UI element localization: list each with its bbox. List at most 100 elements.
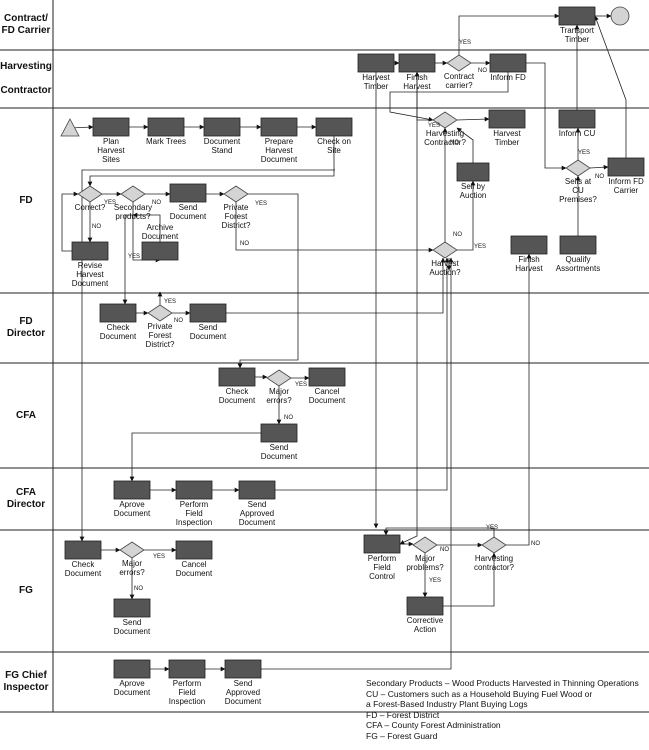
task-box xyxy=(71,241,109,261)
task-box xyxy=(559,235,597,255)
task-box xyxy=(168,659,206,679)
task-box xyxy=(238,480,276,500)
legend-cu: CU – Customers such as a Household Buyin… xyxy=(366,688,593,710)
task-box xyxy=(398,53,436,73)
connector xyxy=(261,257,454,670)
decision-diamond xyxy=(223,185,249,203)
legend: Secondary Products – Wood Products Harve… xyxy=(366,678,649,741)
connector xyxy=(589,164,609,170)
connector xyxy=(129,432,261,482)
lane-label-contract-fd-carrier: Contract/ FD Carrier xyxy=(1,13,51,36)
decision-diamond xyxy=(412,536,438,554)
branch-label: NO xyxy=(453,232,462,238)
branch-label: YES xyxy=(486,525,498,531)
branch-label: YES xyxy=(295,382,307,388)
task-box xyxy=(510,235,548,255)
task-box xyxy=(456,162,490,182)
decision-diamond xyxy=(77,185,103,203)
swimlanes xyxy=(0,0,649,713)
connector xyxy=(235,202,434,253)
lane-label-harvesting-contractor: Harvesting Contractor xyxy=(0,61,52,96)
branch-label: NO xyxy=(478,68,487,74)
task-box xyxy=(113,659,151,679)
decision-diamond xyxy=(481,536,507,554)
connector xyxy=(458,13,560,55)
branch-label: YES xyxy=(104,200,116,206)
branch-label: YES xyxy=(153,554,165,560)
lane-label-fd-director: FD Director xyxy=(6,316,46,339)
start-triangle xyxy=(60,118,80,137)
task-box xyxy=(203,117,241,137)
branch-label: NO xyxy=(92,224,101,230)
connector xyxy=(456,116,490,122)
lane-label-fg: FG xyxy=(19,585,33,596)
task-box xyxy=(169,183,207,203)
branch-label: NO xyxy=(152,200,161,206)
task-box xyxy=(218,367,256,387)
branch-label: NO xyxy=(174,318,183,324)
decision-diamond xyxy=(120,185,146,203)
connector xyxy=(132,212,161,242)
branch-label: NO xyxy=(240,241,249,247)
decision-diamond xyxy=(432,111,458,129)
task-box xyxy=(175,540,213,560)
task-box xyxy=(113,598,151,618)
branch-label: YES xyxy=(578,150,590,156)
lane-label-cfa-director: CFA Director xyxy=(6,487,46,510)
branch-label: YES xyxy=(255,201,267,207)
task-box xyxy=(260,423,298,443)
branch-label: YES xyxy=(429,578,441,584)
connector xyxy=(526,62,567,171)
connector xyxy=(275,257,450,491)
task-box xyxy=(99,303,137,323)
task-box xyxy=(113,480,151,500)
node-label: Inform FD xyxy=(490,73,526,82)
lane-label-fd: FD xyxy=(19,194,33,206)
task-box xyxy=(224,659,262,679)
legend-secondary-products: Secondary Products – Wood Products Harve… xyxy=(366,678,639,688)
node-label: Correct? xyxy=(75,203,106,212)
